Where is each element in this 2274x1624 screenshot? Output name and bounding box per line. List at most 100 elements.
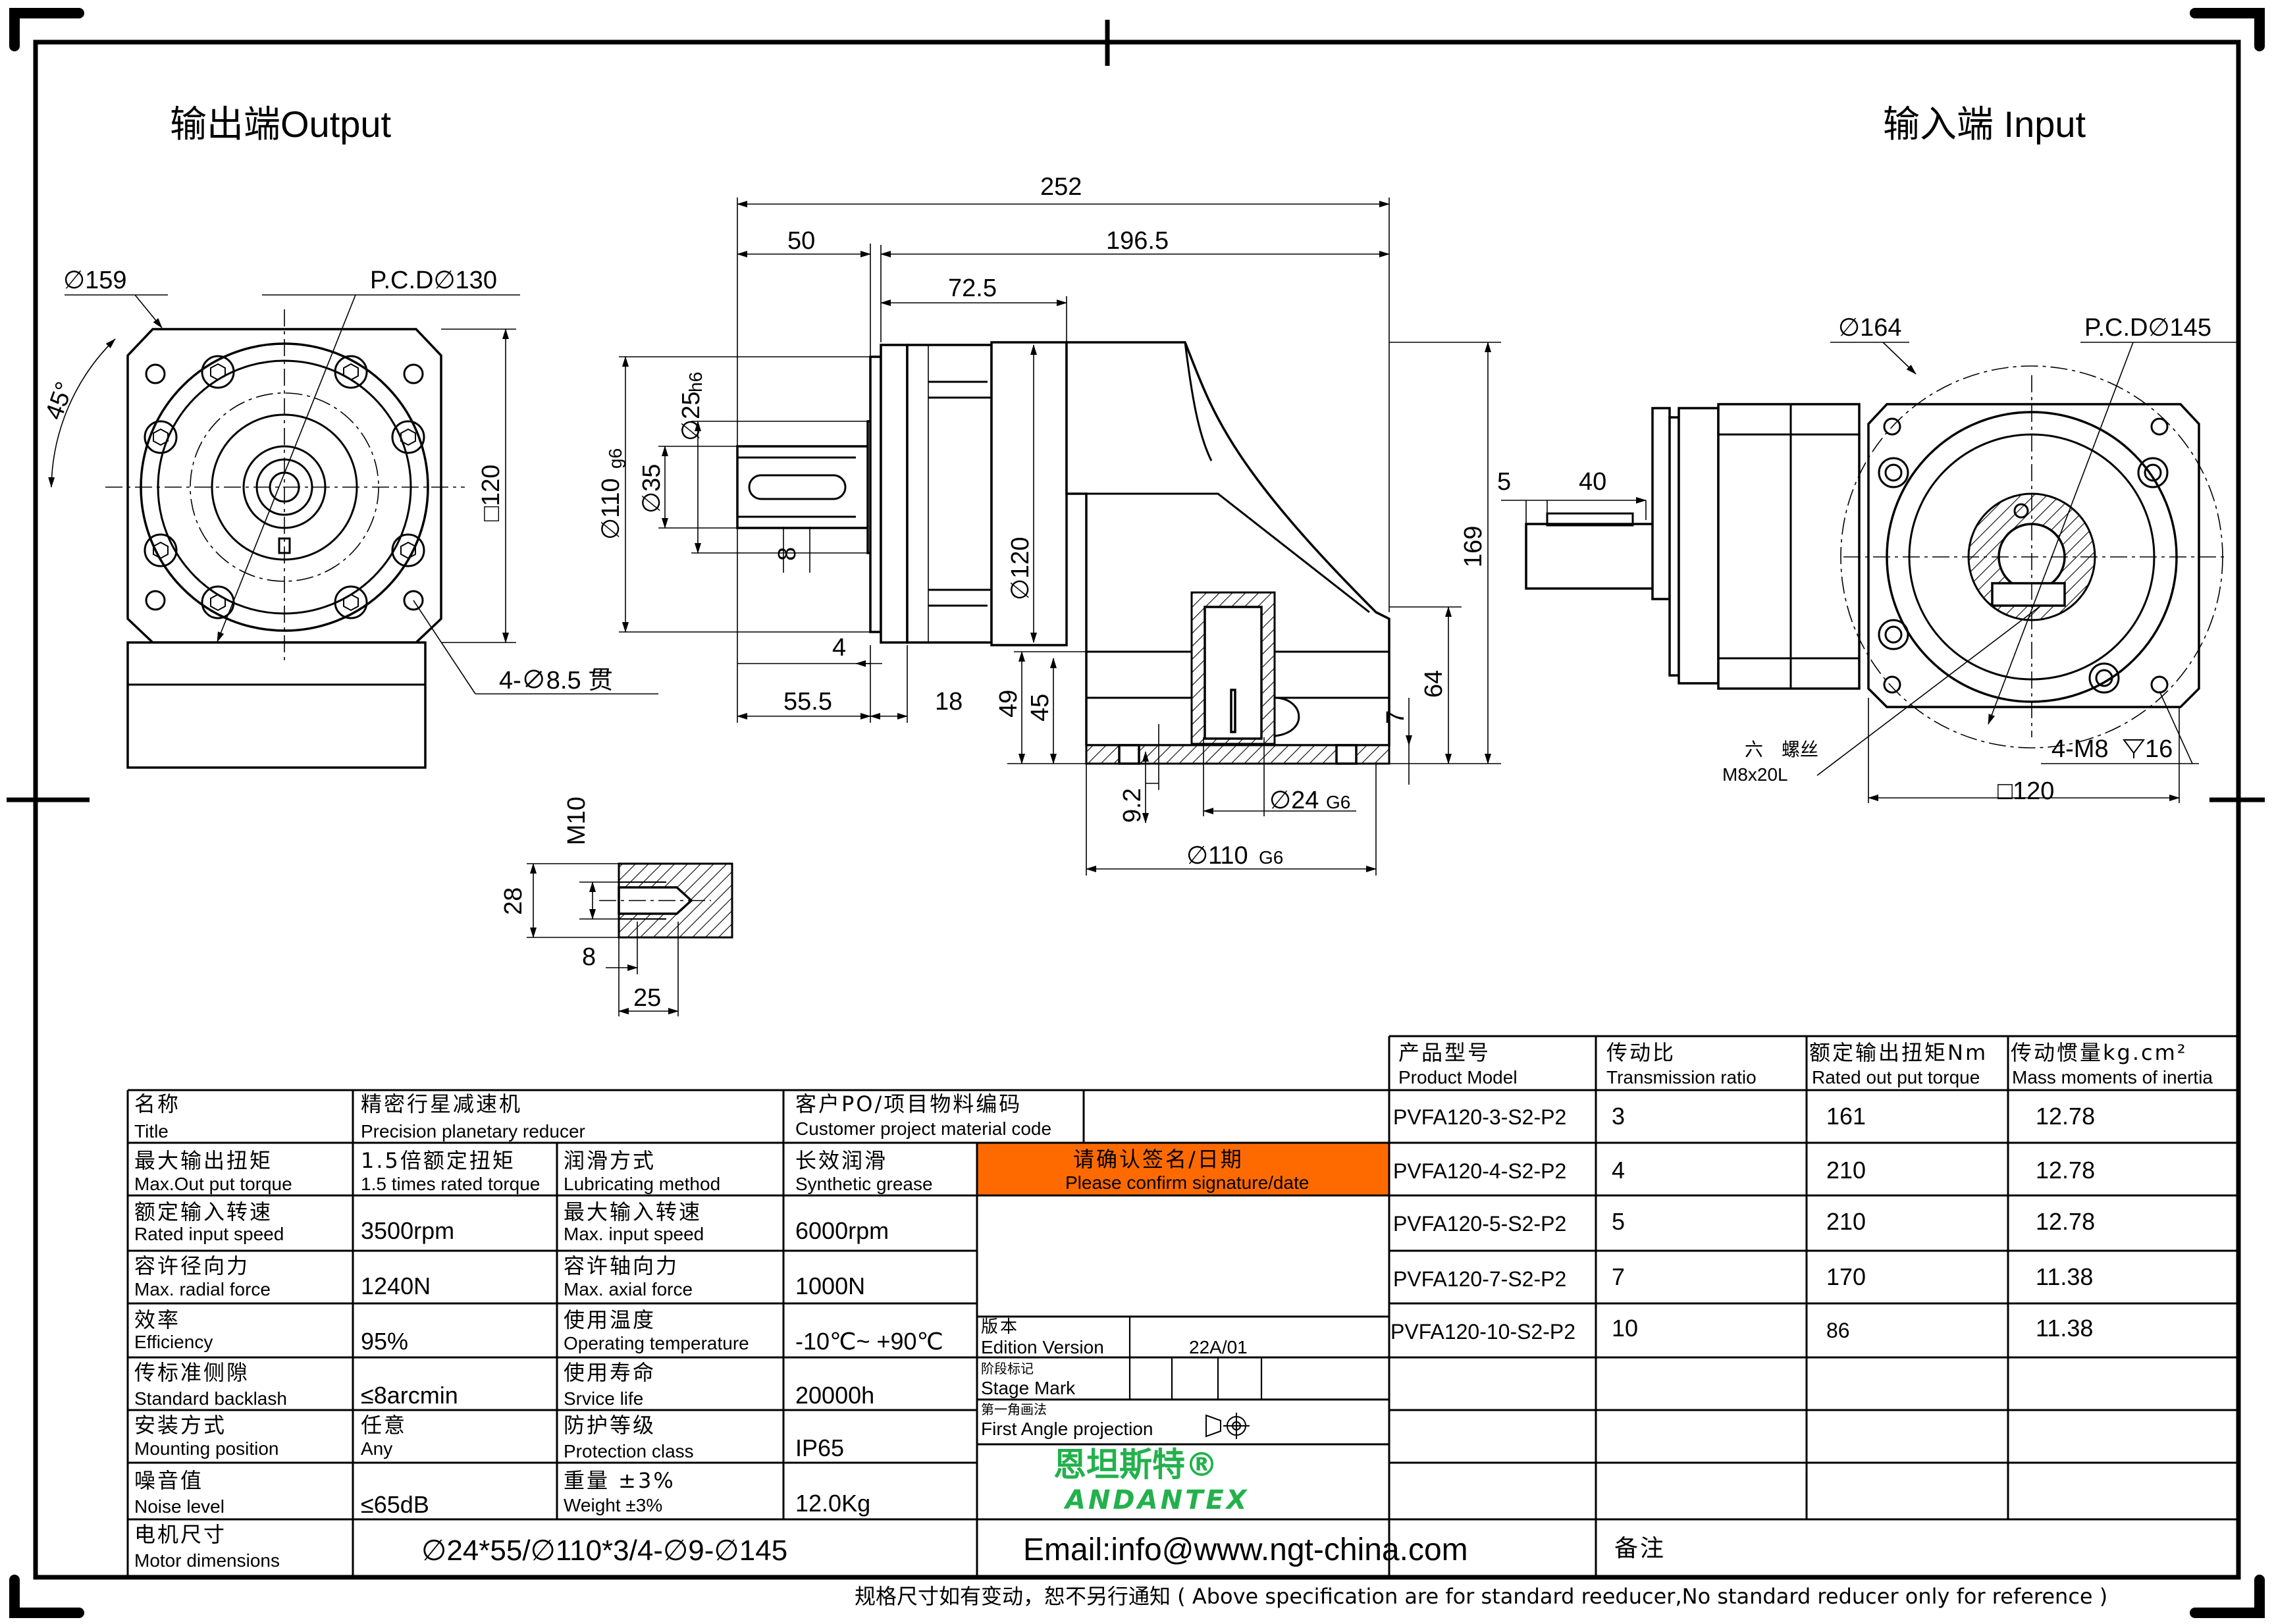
svg-text:额定输入转速: 额定输入转速: [134, 1199, 273, 1224]
shaft-offset-label: 4: [832, 634, 846, 662]
motor-val: ∅24*55/∅110*3/4-∅9-∅145: [421, 1534, 787, 1567]
screw-label: 六 螺丝: [1745, 739, 1818, 760]
edition-en: Edition Version: [981, 1337, 1104, 1357]
svg-text:PVFA120-7-S2-P2: PVFA120-7-S2-P2: [1393, 1267, 1566, 1291]
pcd-input-label: P.C.D∅145: [2084, 314, 2211, 342]
svg-text:g6: g6: [605, 448, 625, 469]
svg-text:11.38: 11.38: [2036, 1315, 2093, 1342]
model-row-3: PVFA120-5-S2-P2 5 210 12.78: [1393, 1208, 2095, 1236]
svg-text:-10℃~ +90℃: -10℃~ +90℃: [795, 1328, 943, 1355]
svg-text:Synthetic grease: Synthetic grease: [795, 1174, 933, 1194]
len-55-5-label: 55.5: [783, 688, 832, 716]
input-5-label: 5: [1497, 468, 1511, 496]
flange-length-label: 72.5: [948, 275, 997, 302]
svg-text:Max.Out put torque: Max.Out put torque: [134, 1174, 292, 1194]
svg-text:任意: 任意: [361, 1413, 407, 1438]
first-angle-symbol: [1205, 1413, 1250, 1439]
svg-text:Max. input speed: Max. input speed: [564, 1224, 704, 1244]
svg-text:Weight ±3%: Weight ±3%: [564, 1495, 662, 1515]
input-flange-view: [1501, 342, 2238, 803]
svg-text:重量 ±3%: 重量 ±3%: [564, 1468, 675, 1493]
svg-text:5: 5: [1612, 1208, 1625, 1235]
spec-row-5: 传标准侧隙 Standard backlash ≤8arcmin 使用寿命 Sr…: [134, 1360, 874, 1409]
svg-text:1.5 times rated torque: 1.5 times rated torque: [361, 1174, 540, 1194]
screw-size-label: M8x20L: [1722, 764, 1788, 785]
svg-text:86: 86: [1826, 1319, 1850, 1342]
svg-text:∅110: ∅110: [1186, 842, 1248, 870]
svg-text:容许径向力: 容许径向力: [134, 1253, 250, 1278]
svg-text:Transmission ratio: Transmission ratio: [1606, 1067, 1757, 1087]
pcd-output-label: P.C.D∅130: [370, 267, 497, 294]
svg-text:Lubricating method: Lubricating method: [564, 1174, 720, 1194]
thread-detail: [527, 862, 733, 1016]
height-64-label: 64: [1420, 670, 1448, 698]
key-width-label: 8: [774, 547, 801, 561]
spec-row-7: 噪音值 Noise level ≤65dB 重量 ±3% Weight ±3% …: [134, 1468, 870, 1518]
svg-text:161: 161: [1826, 1103, 1866, 1130]
svg-text:Protection class: Protection class: [564, 1441, 694, 1461]
confirm-cn: 请确认签名/日期: [1073, 1147, 1244, 1172]
side-view: [619, 197, 1501, 876]
spec-row-2: 额定输入转速 Rated input speed 3500rpm 最大输入转速 …: [134, 1199, 889, 1244]
svg-text:∅24: ∅24: [1269, 787, 1319, 814]
svg-text:170: 170: [1826, 1263, 1866, 1290]
height-9-2-label: 9.2: [1119, 788, 1146, 823]
svg-text:12.78: 12.78: [2036, 1208, 2095, 1235]
svg-text:12.78: 12.78: [2036, 1103, 2095, 1130]
svg-text:防护等级: 防护等级: [564, 1413, 656, 1438]
svg-text:Operating temperature: Operating temperature: [564, 1333, 749, 1353]
svg-text:使用温度: 使用温度: [564, 1307, 656, 1332]
motor-shaft-label: ∅24 G6: [1269, 787, 1350, 814]
svg-text:噪音值: 噪音值: [134, 1468, 203, 1493]
proj-en: First Angle projection: [981, 1419, 1153, 1439]
overall-length-label: 252: [1040, 173, 1082, 201]
svg-text:安装方式: 安装方式: [134, 1413, 226, 1438]
svg-text:PVFA120-10-S2-P2: PVFA120-10-S2-P2: [1390, 1320, 1575, 1344]
svg-text:1.5倍额定扭矩: 1.5倍额定扭矩: [361, 1148, 516, 1173]
svg-text:1000N: 1000N: [795, 1272, 865, 1299]
svg-text:≤8arcmin: ≤8arcmin: [361, 1382, 458, 1409]
svg-text:最大输出扭矩: 最大输出扭矩: [134, 1148, 273, 1173]
spec-row-6: 安装方式 Mounting position 任意 Any 防护等级 Prote…: [134, 1413, 844, 1461]
svg-text:长效润滑: 长效润滑: [795, 1148, 887, 1173]
svg-text:额定输出扭矩Nm: 额定输出扭矩Nm: [1809, 1040, 1988, 1065]
model-row-1: PVFA120-3-S2-P2 3 161 12.78: [1393, 1103, 2095, 1130]
svg-text:产品型号: 产品型号: [1398, 1040, 1491, 1065]
edition-cn: 版本: [981, 1317, 1019, 1337]
svg-text:Max. axial force: Max. axial force: [564, 1279, 693, 1299]
output-flange-view: [48, 294, 658, 769]
svg-text:PVFA120-5-S2-P2: PVFA120-5-S2-P2: [1393, 1212, 1566, 1236]
svg-text:效率: 效率: [134, 1307, 180, 1332]
name-val-en: Precision planetary reducer: [361, 1121, 585, 1141]
edition-val: 22A/01: [1189, 1337, 1248, 1357]
svg-text:10: 10: [1612, 1315, 1638, 1342]
svg-text:95%: 95%: [361, 1328, 408, 1355]
spec-row-3: 容许径向力 Max. radial force 1240N 容许轴向力 Max.…: [134, 1253, 865, 1299]
svg-text:∅25: ∅25: [677, 392, 705, 441]
title-block: [126, 1036, 2238, 1577]
input-40-label: 40: [1579, 468, 1606, 496]
svg-text:3: 3: [1612, 1103, 1625, 1130]
input-holes-label: 4-M8 16: [2051, 735, 2173, 763]
name-en: Title: [134, 1121, 169, 1141]
confirm-en: Please confirm signature/date: [1065, 1172, 1309, 1193]
cust-cn: 客户PO/项目物料编码: [795, 1091, 1022, 1116]
svg-text:使用寿命: 使用寿命: [564, 1360, 656, 1385]
body-dia-label: ∅120: [1007, 537, 1034, 600]
svg-text:Mass moments of inertia: Mass moments of inertia: [2012, 1067, 2213, 1087]
svg-text:11.38: 11.38: [2036, 1263, 2093, 1290]
svg-text:Mounting position: Mounting position: [134, 1438, 278, 1459]
svg-text:Noise level: Noise level: [134, 1496, 225, 1517]
svg-text:h6: h6: [685, 372, 706, 392]
brand-logo-en: ANDANTEX: [1063, 1485, 1250, 1515]
thread-8-label: 8: [582, 943, 596, 971]
spec-row-4: 效率 Efficiency 95% 使用温度 Operating tempera…: [134, 1307, 943, 1355]
svg-text:4: 4: [1612, 1157, 1625, 1184]
motor-en: Motor dimensions: [134, 1550, 280, 1571]
angle-label: 45°: [40, 379, 79, 423]
svg-text:传动比: 传动比: [1606, 1040, 1676, 1065]
proj-cn: 第一角画法: [981, 1401, 1047, 1417]
name-val-cn: 精密行星减速机: [361, 1091, 522, 1116]
svg-text:7: 7: [1612, 1263, 1625, 1290]
svg-text:210: 210: [1826, 1208, 1866, 1235]
